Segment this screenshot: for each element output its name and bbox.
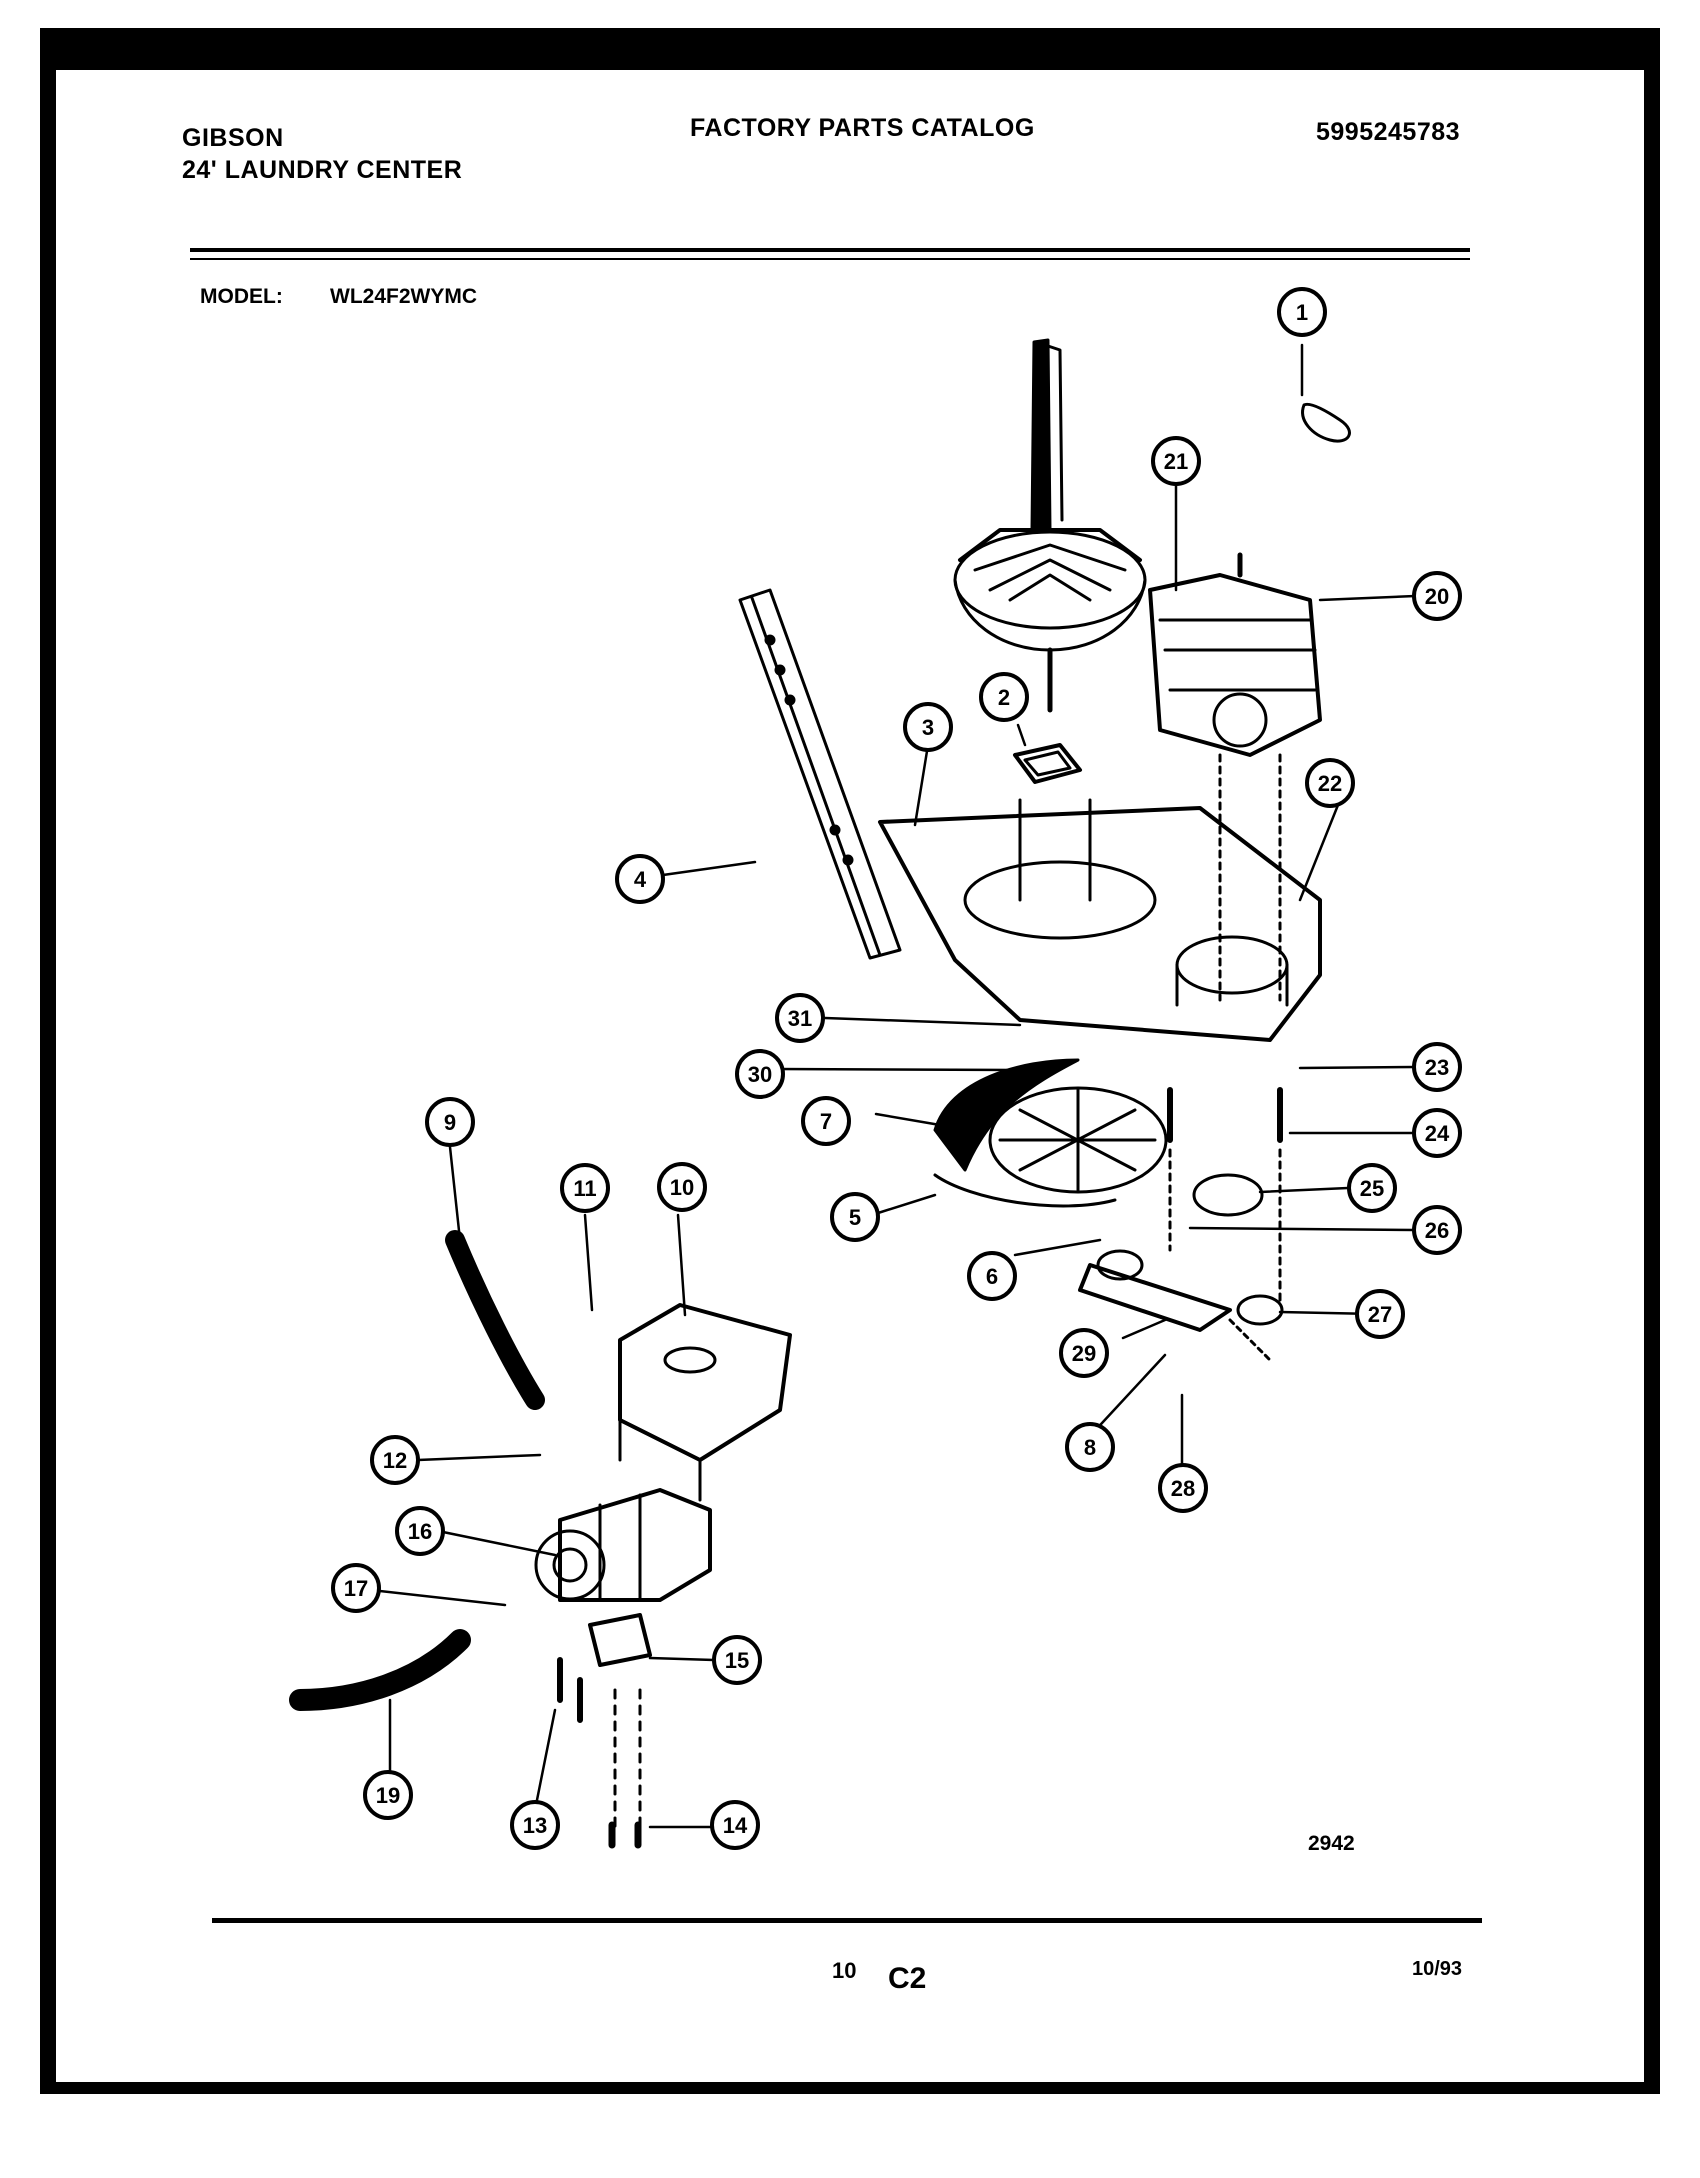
callout-19: 19	[363, 1770, 413, 1820]
svg-text:30: 30	[748, 1062, 772, 1087]
part-idler-bracket	[1078, 1249, 1284, 1362]
callout-25: 25	[1347, 1163, 1397, 1213]
callout-21: 21	[1151, 436, 1201, 486]
callout-31: 31	[775, 993, 825, 1043]
svg-text:8: 8	[1084, 1435, 1096, 1460]
part-valve-bracket	[618, 1303, 792, 1502]
callout-leader-lines	[378, 343, 1417, 1829]
catalog-number: 5995245783	[1316, 118, 1461, 146]
svg-text:28: 28	[1171, 1476, 1195, 1501]
callout-26: 26	[1412, 1205, 1462, 1255]
svg-text:2: 2	[998, 685, 1010, 710]
svg-text:15: 15	[725, 1648, 749, 1673]
svg-text:1: 1	[1296, 300, 1308, 325]
svg-text:25: 25	[1360, 1176, 1384, 1201]
callout-30: 30	[735, 1049, 785, 1099]
callout-2: 2	[979, 672, 1029, 722]
svg-text:4: 4	[634, 867, 647, 892]
svg-text:16: 16	[408, 1519, 432, 1544]
callout-1: 1	[1277, 287, 1327, 337]
svg-text:24: 24	[1425, 1121, 1450, 1146]
transmission-assembly	[953, 338, 1147, 713]
callout-24: 24	[1412, 1108, 1462, 1158]
product-name: 24' LAUNDRY CENTER	[182, 156, 463, 184]
callout-10: 10	[657, 1162, 707, 1212]
svg-text:6: 6	[986, 1264, 998, 1289]
callout-16: 16	[395, 1506, 445, 1556]
mounting-plate	[878, 798, 1322, 1042]
page-border-top	[40, 28, 1660, 70]
svg-text:11: 11	[573, 1176, 596, 1201]
callout-3: 3	[903, 702, 953, 752]
svg-text:20: 20	[1425, 584, 1449, 609]
svg-text:12: 12	[383, 1448, 407, 1473]
part-water-valve	[534, 1488, 712, 1602]
callout-14: 14	[710, 1800, 760, 1850]
svg-text:31: 31	[788, 1006, 812, 1031]
svg-text:17: 17	[344, 1576, 368, 1601]
callout-9: 9	[425, 1097, 475, 1147]
callout-20: 20	[1412, 571, 1462, 621]
svg-text:14: 14	[723, 1813, 748, 1838]
callout-12: 12	[370, 1435, 420, 1485]
part-fill-hose	[289, 1629, 471, 1711]
svg-text:27: 27	[1368, 1302, 1392, 1327]
part-motor	[1148, 552, 1322, 1002]
callout-23: 23	[1412, 1042, 1462, 1092]
svg-text:23: 23	[1425, 1055, 1449, 1080]
svg-text:10: 10	[670, 1175, 694, 1200]
part-drive-pulley	[933, 1058, 1168, 1194]
callout-27: 27	[1355, 1289, 1405, 1339]
part-motor-pulley	[1192, 1173, 1264, 1217]
callout-5: 5	[830, 1192, 880, 1242]
svg-text:9: 9	[444, 1110, 456, 1135]
svg-text:26: 26	[1425, 1218, 1449, 1243]
part-support-strap	[738, 588, 902, 960]
catalog-title: FACTORY PARTS CATALOG	[690, 114, 1035, 142]
model-number: WL24F2WYMC	[330, 285, 477, 308]
svg-text:22: 22	[1318, 771, 1342, 796]
page-border-bottom	[40, 2082, 1660, 2094]
callout-11: 11	[560, 1163, 610, 1213]
callout-17: 17	[331, 1563, 381, 1613]
svg-text:7: 7	[820, 1109, 832, 1134]
part-coupler	[1013, 743, 1082, 784]
figure-number: 2942	[1308, 1832, 1355, 1855]
callout-7: 7	[801, 1096, 851, 1146]
callout-6: 6	[967, 1251, 1017, 1301]
callout-15: 15	[712, 1635, 762, 1685]
header-rule-top	[190, 248, 1470, 252]
svg-text:13: 13	[523, 1813, 547, 1838]
revision-date: 10/93	[1412, 1958, 1463, 1980]
section-code: C2	[888, 1962, 927, 1995]
page-number: 10	[832, 1958, 857, 1983]
svg-text:3: 3	[922, 715, 934, 740]
part-spacers	[1167, 1087, 1283, 1143]
model-label: MODEL:	[200, 285, 283, 308]
callout-8: 8	[1065, 1422, 1115, 1472]
svg-text:5: 5	[849, 1205, 861, 1230]
svg-text:19: 19	[376, 1783, 400, 1808]
part-screws	[557, 1657, 583, 1723]
callout-22: 22	[1305, 758, 1355, 808]
svg-text:29: 29	[1072, 1341, 1096, 1366]
part-hose	[445, 1230, 545, 1410]
header-rule-bottom	[190, 258, 1470, 260]
callout-29: 29	[1059, 1328, 1109, 1378]
page-border-right	[1644, 28, 1660, 2094]
page-border-left	[40, 28, 56, 2094]
callout-bubbles: 1 2 3 4 5 6 7 8 9 10 11 12 13 14 15 16 1…	[331, 287, 1462, 1850]
callout-13: 13	[510, 1800, 560, 1850]
callout-28: 28	[1158, 1463, 1208, 1513]
part-clip	[1301, 402, 1351, 443]
part-belt	[933, 1173, 1117, 1208]
svg-text:21: 21	[1164, 449, 1188, 474]
brand-name: GIBSON	[182, 124, 284, 152]
callout-4: 4	[615, 854, 665, 904]
footer-rule	[212, 1918, 1482, 1923]
part-valve-mounting-clip	[588, 1613, 652, 1667]
